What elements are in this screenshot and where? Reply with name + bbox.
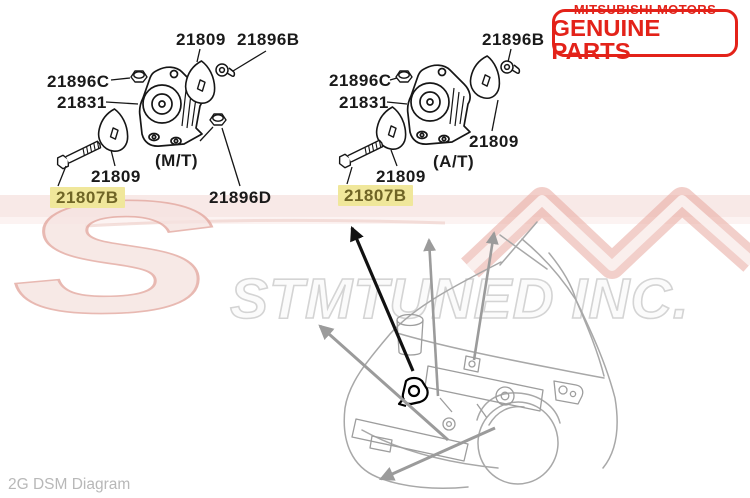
stm-watermark: S STMTUNED INC.: [0, 167, 750, 347]
logo-line1: MITSUBISHI MOTORS: [573, 2, 717, 18]
part-label-21807B-mt-highlighted: 21807B: [50, 187, 125, 208]
mitsubishi-genuine-parts-logo: MITSUBISHI MOTORS GENUINE PARTS: [551, 3, 738, 62]
part-label-21896B-mt: 21896B: [237, 30, 300, 49]
transmission-label-mt: (M/T): [155, 151, 199, 170]
mount-location-highlight: [397, 376, 429, 408]
leader-lines: [57, 48, 267, 187]
transmission-label-at: (A/T): [433, 152, 475, 171]
part-label-21809-at-side: 21809: [469, 132, 519, 151]
part-label-21831-mt: 21831: [57, 93, 107, 112]
nut-drawing-21896C: [395, 70, 413, 83]
screw-drawing-21896B: [215, 63, 236, 78]
gray-arrow: [318, 324, 449, 442]
screw-drawing-21896B: [500, 60, 521, 75]
bolt-drawing-21807B: [336, 136, 386, 170]
part-label-21896D: 21896D: [209, 188, 272, 207]
nut-drawing-21896C: [130, 70, 148, 83]
logo-line2: GENUINE PARTS: [551, 14, 661, 64]
heat-shield-drawing: [467, 53, 504, 101]
diagram-caption: 2G DSM Diagram: [8, 476, 131, 493]
location-arrows: [318, 225, 499, 481]
mt-exploded-view: [54, 48, 267, 187]
nut-drawing-21896D: [209, 113, 227, 126]
leader-lines: [346, 48, 512, 185]
heat-shield-drawing: [96, 107, 131, 153]
part-label-21809-at-bottom: 21809: [376, 167, 426, 186]
part-label-21809-mt-bottom: 21809: [91, 167, 141, 186]
watermark-company-text: STMTUNED INC.: [230, 267, 689, 331]
part-label-21896C-at: 21896C: [329, 71, 392, 90]
engine-mount-drawing-at: [406, 64, 471, 145]
at-exploded-view: [336, 48, 521, 185]
gray-arrow: [378, 426, 496, 481]
gray-arrow: [423, 238, 440, 397]
gray-arrow: [472, 231, 499, 361]
heat-shield-drawing: [183, 59, 218, 105]
bolt-drawing-21807B: [54, 137, 104, 171]
part-label-21896B-at: 21896B: [482, 30, 545, 49]
part-label-21896C-mt: 21896C: [47, 72, 110, 91]
part-label-21809-mt-top: 21809: [176, 30, 226, 49]
part-label-21807B-at-highlighted: 21807B: [338, 185, 413, 206]
black-arrow-to-21807B: [350, 225, 415, 372]
car-front-sketch: [343, 221, 618, 489]
part-label-21831-at: 21831: [339, 93, 389, 112]
